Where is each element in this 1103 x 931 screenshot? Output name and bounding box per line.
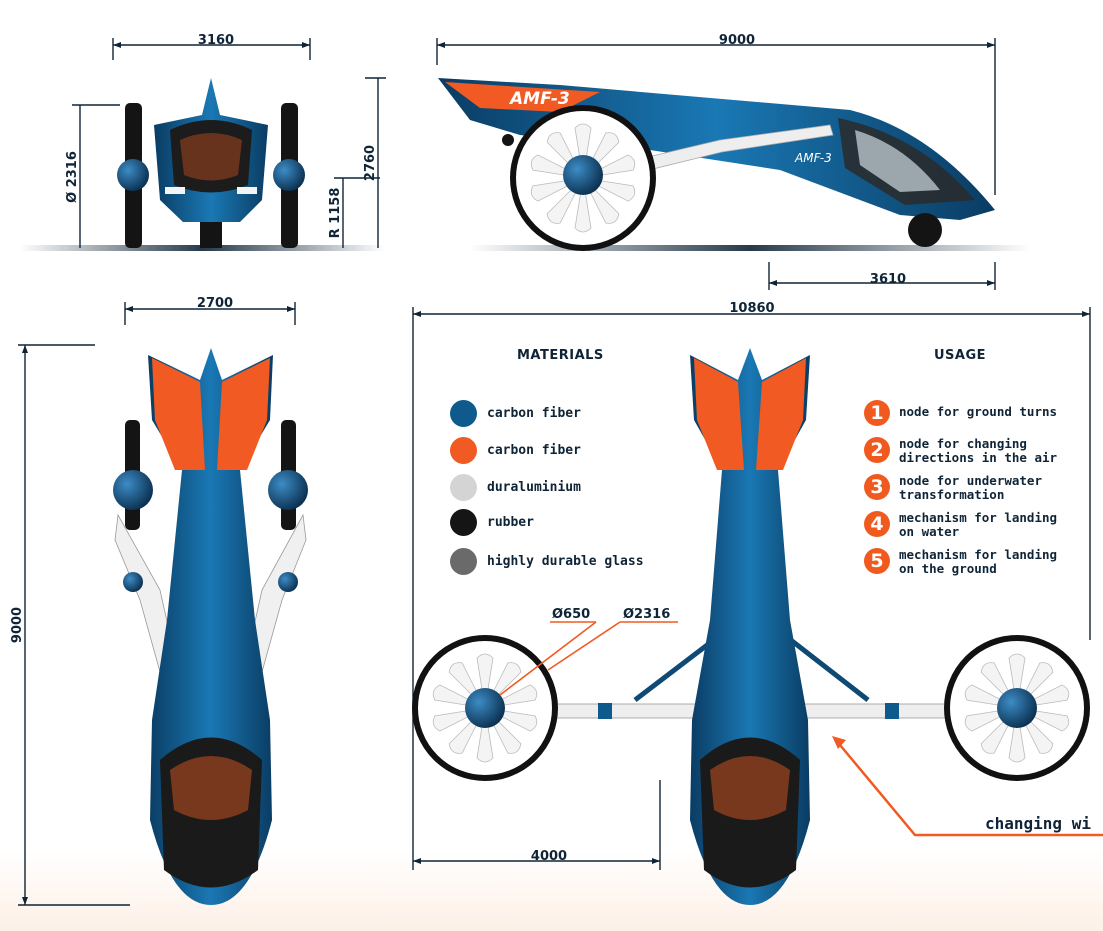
material-row: rubber [450,509,534,536]
dim-hub-diameter: Ø650 [552,607,591,622]
usage-item: 2 node for changing directions in the ai… [864,437,1103,465]
number-badge: 3 [864,474,890,500]
usage-label: node for changing directions in the air [899,436,1058,465]
changing-wings-callout: changing wi [985,814,1091,833]
number-badge: 5 [864,548,890,574]
dim-top-width: 2700 [197,296,233,311]
usage-label: node for ground turns [899,404,1058,419]
dim-top-length: 9000 [10,607,25,643]
dim-front-height: 2760 [363,145,378,181]
usage-item: 3 node for underwater transformation [864,474,1103,502]
material-row: carbon fiber [450,400,581,427]
material-label: highly durable glass [487,554,644,569]
swatch-icon [450,548,477,575]
usage-item: 1 node for ground turns [864,400,1103,426]
model-label-body: AMF-3 [794,151,832,165]
usage-title: USAGE [934,348,987,363]
material-label: duraluminium [487,480,581,495]
usage-label: node for underwater transformation [899,473,1042,502]
swatch-icon [450,474,477,501]
material-row: carbon fiber [450,437,581,464]
dim-prop-diameter: Ø2316 [623,607,671,622]
dim-air-span: 10860 [729,301,774,316]
dim-front-wheel-radius: R 1158 [328,188,343,239]
number-badge: 4 [864,511,890,537]
material-label: rubber [487,515,534,530]
dim-front-wheel-diameter: Ø 2316 [65,151,80,203]
dim-side-length: 9000 [719,33,755,48]
top-view-air: 10860 4000 [412,301,1103,905]
side-front-wheel [908,213,942,247]
material-row: highly durable glass [450,548,644,575]
usage-label: mechanism for landing on water [899,510,1058,539]
usage-label: mechanism for landing on the ground [899,547,1058,576]
top-view-ground: 2700 9000 [10,296,308,906]
material-row: duraluminium [450,474,581,501]
material-label: carbon fiber [487,406,581,421]
materials-title: MATERIALS [517,348,604,363]
number-badge: 2 [864,437,890,463]
swatch-icon [450,400,477,427]
dim-front-width: 3160 [198,33,234,48]
dim-side-wheelbase: 3610 [870,272,906,287]
model-label-tail: AMF-3 [508,89,570,109]
swatch-icon [450,509,477,536]
side-view: AMF-3 AMF-3 9000 3610 [436,33,1030,290]
front-view: Ø 2316 R 1158 2760 3160 [20,33,386,251]
dim-air-arm: 4000 [531,849,567,864]
callout-leader [839,744,1103,837]
ground-shadow-side [470,245,1030,251]
usage-item: 4 mechanism for landing on water [864,511,1103,539]
usage-item: 5 mechanism for landing on the ground [864,548,1103,576]
swatch-icon [450,437,477,464]
material-label: carbon fiber [487,443,581,458]
number-badge: 1 [864,400,890,426]
